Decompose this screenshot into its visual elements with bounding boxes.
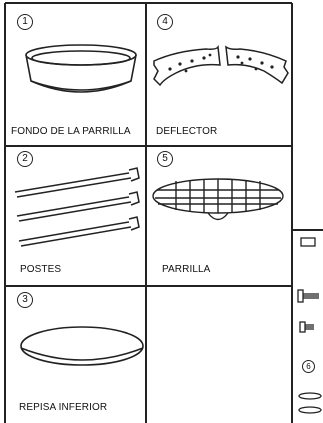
panel-label: REPISA INFERIOR xyxy=(19,402,108,413)
panel-hardware: 6 xyxy=(292,230,323,423)
panel-number: 5 xyxy=(157,151,173,167)
hardware-icon xyxy=(297,237,322,414)
panel-legs: 2 POSTES xyxy=(5,146,146,286)
panel-number: 4 xyxy=(157,14,173,30)
panel-lower-shelf: 3 REPISA INFERIOR xyxy=(5,286,146,423)
panel-number: 2 xyxy=(17,151,33,167)
panel-grill-bottom: 1 FONDO DE LA PARRILLA xyxy=(5,3,146,146)
panel-number: 3 xyxy=(17,292,33,308)
panel-deflector: 4 DEFLECTOR xyxy=(146,3,292,146)
grill-grate-icon xyxy=(152,178,284,221)
lower-shelf-icon xyxy=(20,326,144,366)
grill-bowl-icon xyxy=(25,44,137,93)
panel-number: 6 xyxy=(302,360,315,373)
panel-label: PARRILLA xyxy=(162,264,211,275)
panel-label: POSTES xyxy=(20,264,62,275)
panel-label: DEFLECTOR xyxy=(156,126,218,137)
panel-label: FONDO DE LA PARRILLA xyxy=(11,126,131,137)
deflector-icon xyxy=(153,44,289,87)
legs-icon xyxy=(14,167,140,247)
panel-empty xyxy=(146,286,292,423)
panel-number: 1 xyxy=(17,14,33,30)
panel-grate: 5 PARRILLA xyxy=(146,146,292,286)
